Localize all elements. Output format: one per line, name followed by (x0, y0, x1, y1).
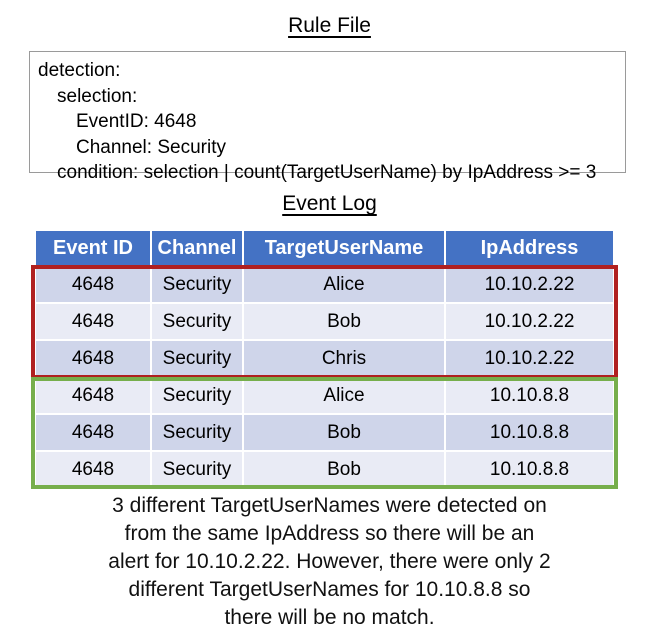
rule-line-condition: condition: selection | count(TargetUserN… (57, 162, 597, 183)
table-cell: Alice (244, 267, 444, 302)
rule-file-title-text: Rule File (288, 14, 371, 37)
table-cell: Security (152, 341, 242, 376)
table-cell: 4648 (36, 415, 150, 450)
table-cell: 10.10.2.22 (446, 267, 613, 302)
table-cell: Security (152, 452, 242, 487)
table-cell: Bob (244, 415, 444, 450)
table-cell: 10.10.8.8 (446, 415, 613, 450)
table-cell: Chris (244, 341, 444, 376)
event-log-table: Event ID Channel TargetUserName IpAddres… (36, 231, 613, 487)
explanation-text: 3 different TargetUserNames were detecte… (108, 494, 551, 629)
table-cell: 4648 (36, 452, 150, 487)
rule-line-channel: Channel: Security (76, 136, 226, 158)
table-cell: Security (152, 378, 242, 413)
event-log-title: Event Log (0, 192, 659, 216)
table-cell: Bob (244, 304, 444, 339)
table-cell: 4648 (36, 267, 150, 302)
table-cell: Security (152, 267, 242, 302)
column-header-ipaddress: IpAddress (446, 231, 613, 265)
rule-file-code-box: detection: selection: EventID: 4648 Chan… (29, 51, 626, 183)
rule-file-title: Rule File (0, 14, 659, 38)
table-cell: Security (152, 304, 242, 339)
column-header-event-id: Event ID (36, 231, 150, 265)
table-cell: 10.10.8.8 (446, 452, 613, 487)
table-cell: 4648 (36, 378, 150, 413)
rule-line-selection: selection: (57, 85, 138, 107)
table-cell: 4648 (36, 304, 150, 339)
table-cell: Security (152, 415, 242, 450)
rule-line-eventid: EventID: 4648 (76, 111, 197, 132)
table-cell: 10.10.2.22 (446, 304, 613, 339)
table-cell: Alice (244, 378, 444, 413)
table-cell: 10.10.2.22 (446, 341, 613, 376)
column-header-channel: Channel (152, 231, 242, 265)
table-cell: 4648 (36, 341, 150, 376)
rule-line-detection: detection: (38, 60, 121, 81)
event-log-title-text: Event Log (282, 192, 377, 215)
table-cell: Bob (244, 452, 444, 487)
table-cell: 10.10.8.8 (446, 378, 613, 413)
column-header-targetusername: TargetUserName (244, 231, 444, 265)
